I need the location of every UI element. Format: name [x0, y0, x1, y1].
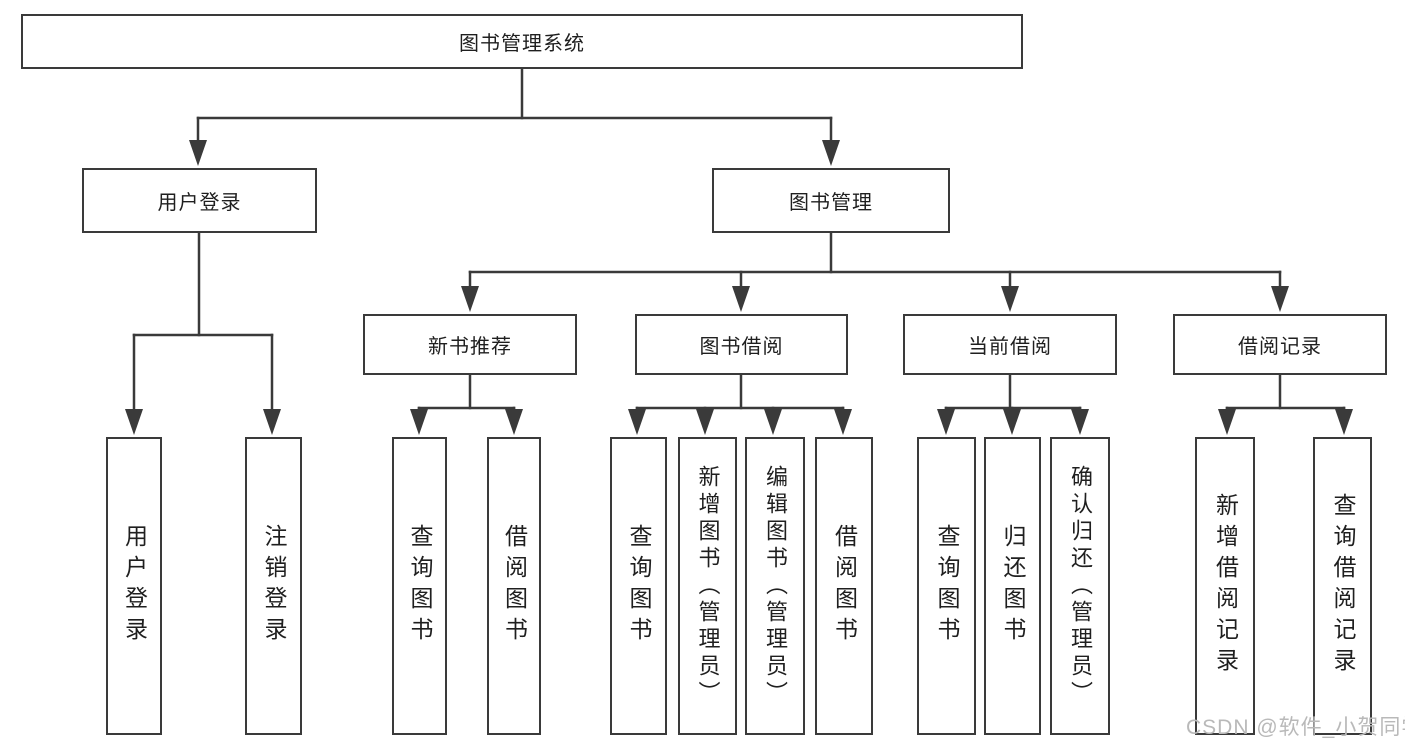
leaf-user-login: 用户登录 — [106, 437, 162, 735]
leaf-nbr-query-books-label: 查询图书 — [407, 524, 433, 648]
connector-borrow-records-branch — [1218, 373, 1353, 435]
leaf-br-add-record: 新增借阅记录 — [1195, 437, 1255, 735]
leaf-cb-return-books-label: 归还图书 — [1000, 524, 1026, 648]
connector-root-to-level2 — [189, 67, 840, 166]
leaf-bb-add-books-admin-label: 新增图书（管理员） — [695, 464, 721, 708]
leaf-bb-add-books-admin: 新增图书（管理员） — [678, 437, 737, 735]
node-root-label: 图书管理系统 — [459, 33, 585, 55]
leaf-bb-borrow-books: 借阅图书 — [815, 437, 873, 735]
leaf-nbr-borrow-books-label: 借阅图书 — [501, 524, 528, 648]
leaf-cb-confirm-return-admin-label: 确认归还（管理员） — [1068, 464, 1093, 708]
leaf-bb-query-books: 查询图书 — [610, 437, 667, 735]
node-root: 图书管理系统 — [21, 14, 1023, 69]
node-new-book-recommend-label: 新书推荐 — [428, 336, 512, 358]
leaf-br-add-record-label: 新增借阅记录 — [1212, 493, 1239, 679]
leaf-nbr-borrow-books: 借阅图书 — [487, 437, 541, 735]
connector-new-book-branch — [410, 373, 523, 435]
connector-book-borrow-branch — [628, 373, 852, 435]
node-borrow-records: 借阅记录 — [1173, 314, 1387, 375]
leaf-user-login-label: 用户登录 — [121, 524, 148, 648]
leaf-br-query-record-label: 查询借阅记录 — [1330, 493, 1356, 679]
node-borrow-records-label: 借阅记录 — [1238, 336, 1322, 358]
node-book-management-label: 图书管理 — [789, 192, 873, 214]
connector-user-login-branch — [125, 231, 281, 435]
leaf-bb-edit-books-admin: 编辑图书（管理员） — [745, 437, 805, 735]
leaf-logout-label: 注销登录 — [261, 524, 287, 648]
leaf-cb-return-books: 归还图书 — [984, 437, 1041, 735]
connector-book-management-branch — [461, 231, 1289, 312]
node-current-borrow-label: 当前借阅 — [968, 336, 1052, 358]
node-user-login-label: 用户登录 — [157, 192, 242, 214]
node-book-borrow: 图书借阅 — [635, 314, 848, 375]
leaf-cb-query-books: 查询图书 — [917, 437, 976, 735]
leaf-bb-query-books-label: 查询图书 — [626, 524, 652, 648]
node-book-borrow-label: 图书借阅 — [699, 336, 784, 358]
connector-current-borrow-branch — [937, 373, 1089, 435]
leaf-bb-borrow-books-label: 借阅图书 — [831, 524, 858, 648]
node-book-management: 图书管理 — [712, 168, 950, 233]
leaf-br-query-record: 查询借阅记录 — [1313, 437, 1372, 735]
leaf-cb-confirm-return-admin: 确认归还（管理员） — [1050, 437, 1110, 735]
leaf-logout: 注销登录 — [245, 437, 302, 735]
node-user-login: 用户登录 — [82, 168, 317, 233]
node-current-borrow: 当前借阅 — [903, 314, 1117, 375]
watermark-text: CSDN @软件_小贺同学 — [1186, 716, 1405, 739]
leaf-cb-query-books-label: 查询图书 — [934, 524, 960, 648]
node-new-book-recommend: 新书推荐 — [363, 314, 577, 375]
leaf-bb-edit-books-admin-label: 编辑图书（管理员） — [763, 464, 788, 708]
leaf-nbr-query-books: 查询图书 — [392, 437, 447, 735]
